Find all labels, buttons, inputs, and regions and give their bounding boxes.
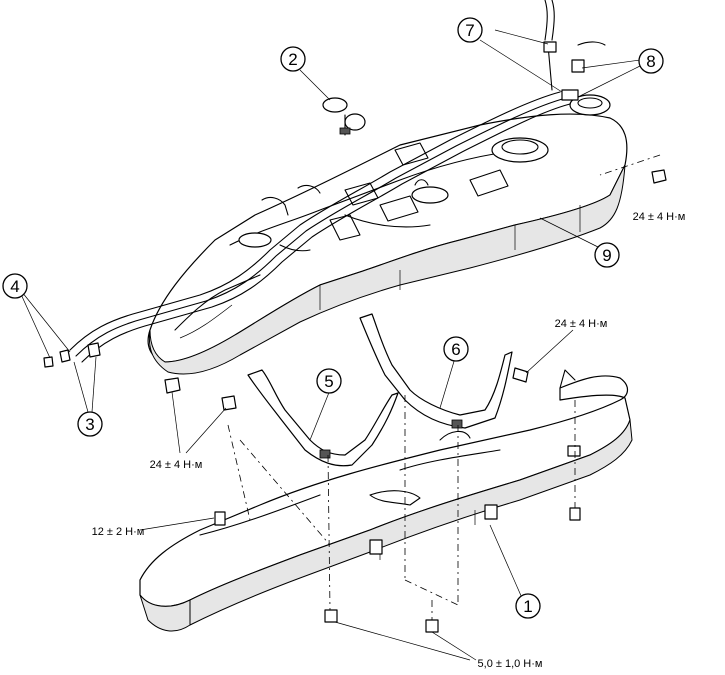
alignment-lines <box>227 154 661 620</box>
callout-9-label: 9 <box>602 246 611 265</box>
torque-tank-rear-nut: 24 ± 4 Н·м <box>633 211 686 223</box>
callout-9: 9 <box>594 242 620 268</box>
leader-lines <box>19 29 641 661</box>
callout-3-label: 3 <box>85 415 94 434</box>
callout-1-label: 1 <box>523 597 532 616</box>
callout-2-label: 2 <box>288 50 297 69</box>
fuel-tank <box>147 94 628 375</box>
callout-3: 3 <box>77 411 103 437</box>
callout-5-label: 5 <box>324 372 333 391</box>
fasteners <box>43 169 667 633</box>
torque-strap-front-nut: 24 ± 4 Н·м <box>150 459 203 471</box>
callout-7-label: 7 <box>465 21 474 40</box>
callout-7: 7 <box>457 17 483 43</box>
callout-5: 5 <box>316 368 342 394</box>
callout-1: 1 <box>515 593 541 619</box>
clamp-part <box>322 97 366 136</box>
fittings-part <box>543 41 585 101</box>
callout-8: 8 <box>638 48 664 74</box>
callout-4: 4 <box>2 273 28 299</box>
callout-6-label: 6 <box>451 340 460 359</box>
callout-8-label: 8 <box>646 52 655 71</box>
callout-4-label: 4 <box>10 277 19 296</box>
torque-guard-nuts: 5,0 ± 1,0 Н·м <box>478 658 543 670</box>
callout-6: 6 <box>443 336 469 362</box>
torque-strap-bolt: 24 ± 4 Н·м <box>555 318 608 330</box>
tank-under-guard <box>139 369 633 632</box>
torque-guard-bolt: 12 ± 2 Н·м <box>92 526 145 538</box>
callout-2: 2 <box>280 46 306 72</box>
